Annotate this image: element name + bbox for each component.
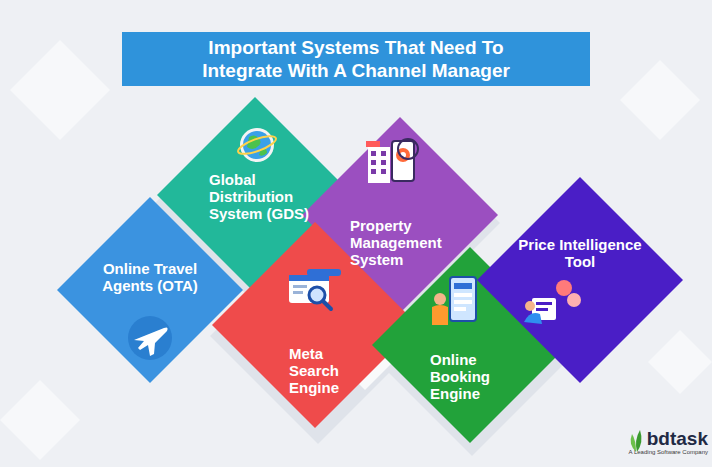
logo-text: bdtask [647,428,708,449]
node-label: Meta Search Engine [289,345,355,396]
node-label: Global Distribution System (GDS) [209,171,313,222]
node-label: Online Booking Engine [430,351,510,402]
title-banner: Important Systems That Need To Integrate… [122,32,590,86]
node-label: Online Travel Agents (OTA) [88,260,212,294]
diamond-node: Price Intelligence Tool [475,175,685,385]
diamond-node: Online Travel Agents (OTA) [55,195,245,385]
diamond-shape [475,175,685,385]
node-label: Price Intelligence Tool [508,236,652,270]
node-label: Property Management System [350,217,458,268]
title-text: Important Systems That Need To Integrate… [181,36,531,82]
logo-tagline: A Leading Software Company [629,448,708,456]
